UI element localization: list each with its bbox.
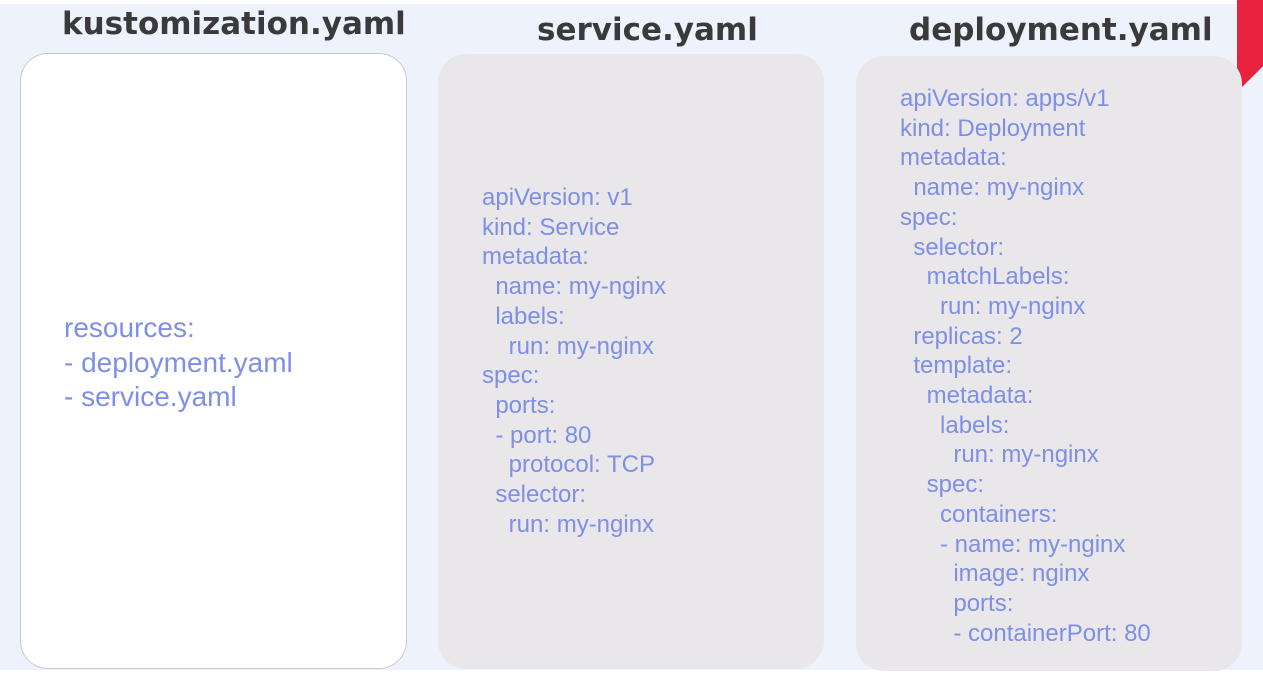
service-code: apiVersion: v1 kind: Service metadata: n… [482, 184, 667, 538]
service-panel [438, 54, 824, 669]
kustomization-code: resources: - deployment.yaml - service.y… [64, 312, 293, 412]
kustomization-panel [20, 53, 407, 669]
kustomization-title: kustomization.yaml [62, 6, 406, 42]
deployment-title: deployment.yaml [909, 12, 1213, 48]
deployment-panel [856, 56, 1242, 671]
service-title: service.yaml [537, 12, 758, 48]
deployment-code: apiVersion: apps/v1 kind: Deployment met… [900, 85, 1151, 647]
